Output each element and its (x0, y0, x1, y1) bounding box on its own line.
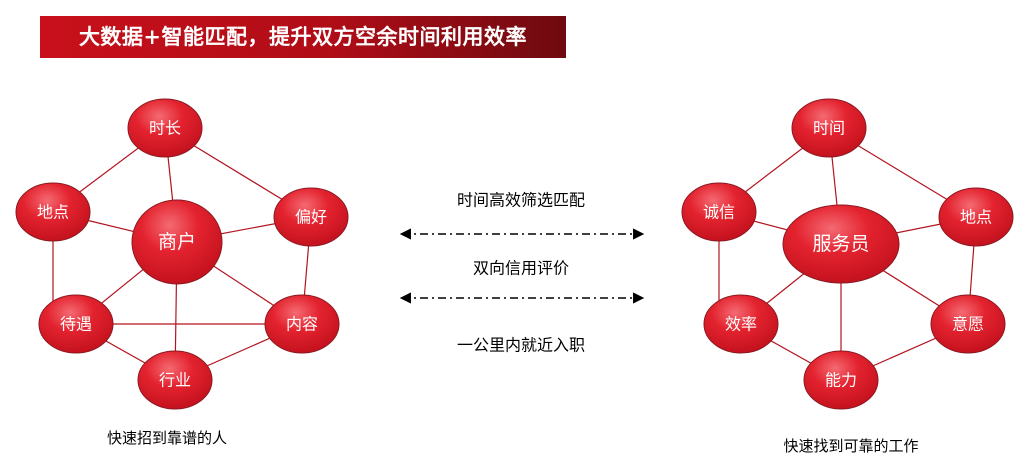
label-shichang: 时长 (149, 119, 181, 138)
node-shijian (791, 98, 867, 158)
right-network-nodes (681, 98, 1014, 410)
middle-text-nearby: 一公里内就近入职 (457, 336, 585, 355)
label-center-left: 商户 (158, 231, 196, 253)
left-network-nodes (15, 98, 349, 410)
label-shijian: 时间 (813, 119, 845, 138)
label-didian-right: 地点 (960, 208, 992, 227)
caption-left: 快速招到靠谱的人 (107, 429, 227, 447)
middle-text-credit: 双向信用评价 (473, 259, 569, 278)
label-chengxin: 诚信 (703, 203, 735, 222)
node-center-right (782, 204, 900, 284)
label-daiyu: 待遇 (60, 315, 92, 334)
node-yiyuan (930, 294, 1006, 354)
node-center-left (131, 199, 223, 285)
label-yiyuan: 意愿 (952, 315, 984, 334)
node-didian-right (938, 187, 1014, 247)
label-center-right: 服务员 (812, 233, 869, 255)
node-didian-left (15, 182, 91, 242)
node-xiaolv (703, 294, 779, 354)
node-pianhao (273, 187, 349, 247)
node-chengxin (681, 182, 757, 242)
label-pianhao: 偏好 (295, 208, 327, 227)
node-hangye (137, 350, 213, 410)
label-neirong: 内容 (286, 315, 318, 334)
label-nengli: 能力 (825, 371, 857, 390)
node-nengli (803, 350, 879, 410)
label-hangye: 行业 (159, 371, 191, 390)
label-xiaolv: 效率 (725, 315, 757, 334)
node-daiyu (38, 294, 114, 354)
label-didian-left: 地点 (37, 203, 69, 222)
node-shichang (127, 98, 203, 158)
middle-text-matching: 时间高效筛选匹配 (457, 191, 585, 210)
title-banner: 大数据+智能匹配，提升双方空余时间利用效率 (40, 16, 566, 58)
caption-right: 快速找到可靠的工作 (783, 437, 918, 455)
node-neirong (264, 294, 340, 354)
